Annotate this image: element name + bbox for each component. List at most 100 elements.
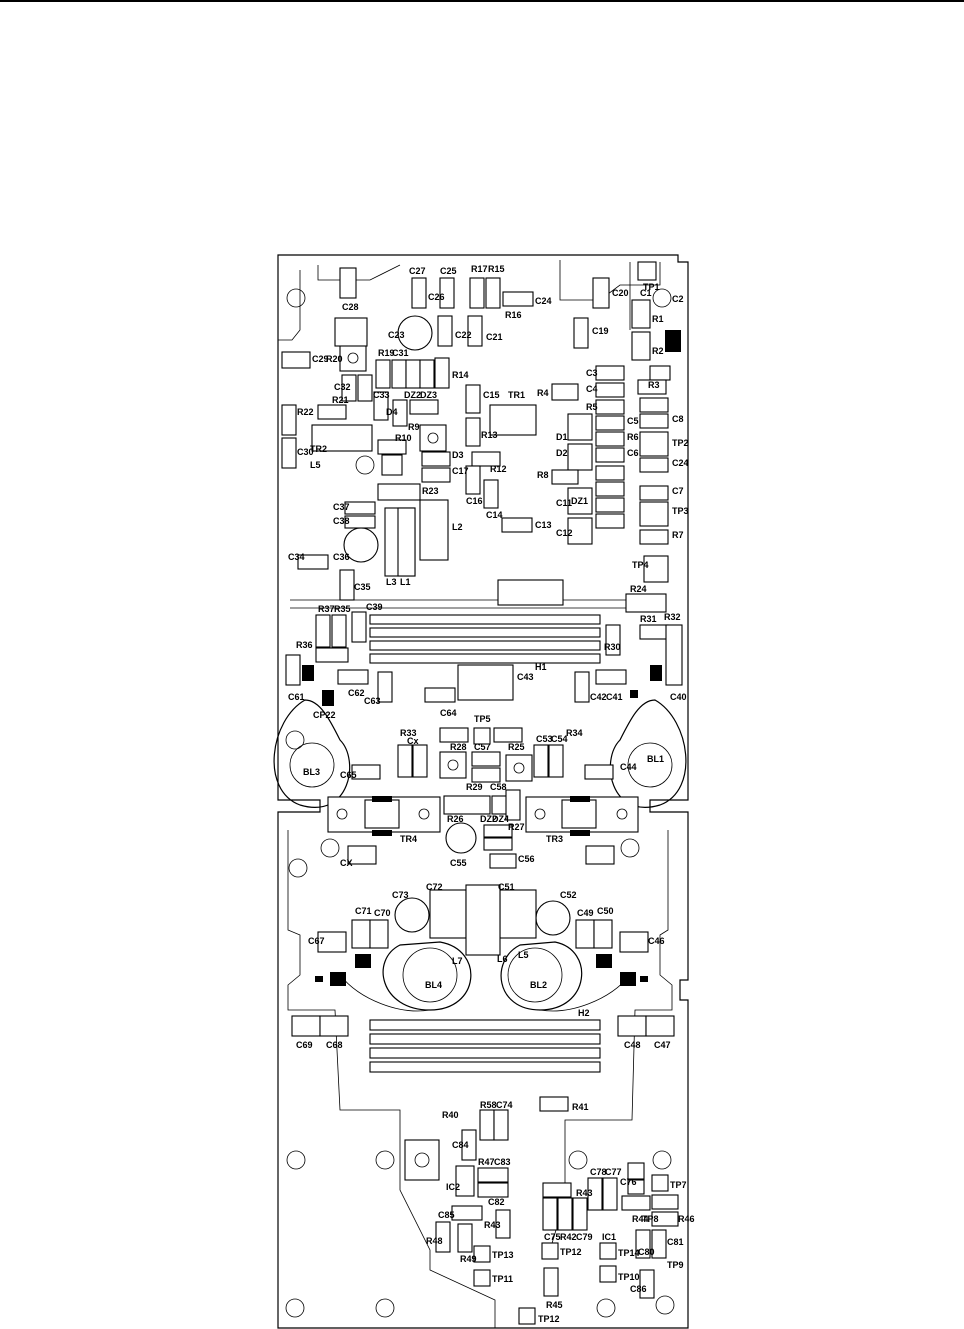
label-R9: R9: [408, 422, 420, 432]
label-TP12: TP12: [560, 1247, 582, 1257]
label-R31: R31: [640, 614, 657, 624]
label-R26: R26: [447, 814, 464, 824]
label-IC2: IC2: [446, 1182, 460, 1192]
label-R20: R20: [326, 354, 343, 364]
label-C23: C23: [388, 330, 405, 340]
label-DZ2: DZ2: [404, 390, 421, 400]
label-R35: R35: [334, 604, 351, 614]
label-C57: C57: [474, 742, 491, 752]
label-L7: L7: [452, 956, 463, 966]
label-C41: C41: [606, 692, 623, 702]
label-C76: C76: [620, 1177, 637, 1187]
label-R36: R36: [296, 640, 313, 650]
label-R48: R48: [426, 1236, 443, 1246]
label-C21: C21: [486, 332, 503, 342]
label-C15: C15: [483, 390, 500, 400]
label-TP4: TP4: [632, 560, 649, 570]
label-R8: R8: [537, 470, 549, 480]
label-TR4: TR4: [400, 834, 417, 844]
label-R43b: R43: [576, 1188, 593, 1198]
label-C37: C37: [333, 502, 350, 512]
label-D1: D1: [556, 432, 568, 442]
label-D4: D4: [386, 407, 398, 417]
label-C12: C12: [556, 528, 573, 538]
label-C2: C2: [672, 294, 684, 304]
label-R4: R4: [537, 388, 549, 398]
label-R41: R41: [572, 1102, 589, 1112]
label-L3: L3: [386, 577, 397, 587]
label-L1: L1: [400, 577, 411, 587]
label-C65: C65: [340, 770, 357, 780]
label-C86: C86: [630, 1284, 647, 1294]
label-C16: C16: [466, 496, 483, 506]
label-C73: C73: [392, 890, 409, 900]
label-R23: R23: [422, 486, 439, 496]
label-C38: C38: [333, 516, 350, 526]
label-C74: C74: [496, 1100, 513, 1110]
label-C62: C62: [348, 688, 365, 698]
label-BL1: BL1: [647, 754, 664, 764]
label-C77: C77: [605, 1167, 622, 1177]
label-BL2: BL2: [530, 980, 547, 990]
label-C61: C61: [288, 692, 305, 702]
label-C26: C26: [428, 292, 445, 302]
label-C52: C52: [560, 890, 577, 900]
label-TP11: TP11: [492, 1274, 513, 1284]
label-TP13: TP13: [492, 1250, 514, 1260]
label-C81: C81: [667, 1237, 684, 1247]
label-TP7: TP7: [670, 1180, 687, 1190]
label-C79: C79: [576, 1232, 593, 1242]
label-C85: C85: [438, 1210, 455, 1220]
label-R19: R19: [378, 348, 395, 358]
label-C1: C1: [640, 288, 652, 298]
label-C40: C40: [670, 692, 687, 702]
label-CP22: CP22: [313, 710, 336, 720]
label-R42: R42: [560, 1232, 577, 1242]
label-R43: R43: [484, 1220, 501, 1230]
label-TP12b: TP12: [538, 1314, 560, 1324]
label-C75: C75: [544, 1232, 561, 1242]
label-C43: C43: [517, 672, 534, 682]
label-D3: D3: [452, 450, 464, 460]
component-labels: C27 C25 R17 R15 TP1 C28 C26 C24 C20 C1 R…: [288, 264, 695, 1324]
label-CX: CX: [340, 858, 353, 868]
label-C55: C55: [450, 858, 467, 868]
label-R6: R6: [627, 432, 639, 442]
label-C30: C30: [297, 447, 314, 457]
label-R37: R37: [318, 604, 335, 614]
label-L2: L2: [452, 522, 463, 532]
label-C80: C80: [638, 1247, 655, 1257]
label-C47: C47: [654, 1040, 671, 1050]
label-R24: R24: [630, 584, 647, 594]
label-C13: C13: [535, 520, 552, 530]
label-R34: R34: [566, 728, 583, 738]
label-R1: R1: [652, 314, 664, 324]
black-markers: [302, 330, 681, 986]
label-R16: R16: [505, 310, 522, 320]
label-C83: C83: [494, 1157, 511, 1167]
label-Cx: Cx: [407, 736, 419, 746]
label-C50: C50: [597, 906, 614, 916]
label-IC1: IC1: [602, 1232, 616, 1242]
label-C6: C6: [627, 448, 639, 458]
label-C67: C67: [308, 936, 325, 946]
label-D2: D2: [556, 448, 568, 458]
label-L5: L5: [310, 460, 321, 470]
label-C8: C8: [672, 414, 684, 424]
label-DZ4: DZ4: [492, 814, 509, 824]
label-BL4: BL4: [425, 980, 442, 990]
label-C25: C25: [440, 266, 457, 276]
label-TR2: TR2: [310, 444, 327, 454]
label-R15: R15: [488, 264, 505, 274]
label-C4: C4: [586, 384, 598, 394]
label-R14: R14: [452, 370, 469, 380]
label-C44: C44: [620, 762, 637, 772]
label-R25: R25: [508, 742, 525, 752]
smd-pads: [281, 261, 683, 1325]
label-TP3: TP3: [672, 506, 689, 516]
label-C82: C82: [488, 1197, 505, 1207]
label-R17: R17: [471, 264, 488, 274]
label-DZ2b: DZ2: [480, 814, 497, 824]
label-R2: R2: [652, 346, 664, 356]
